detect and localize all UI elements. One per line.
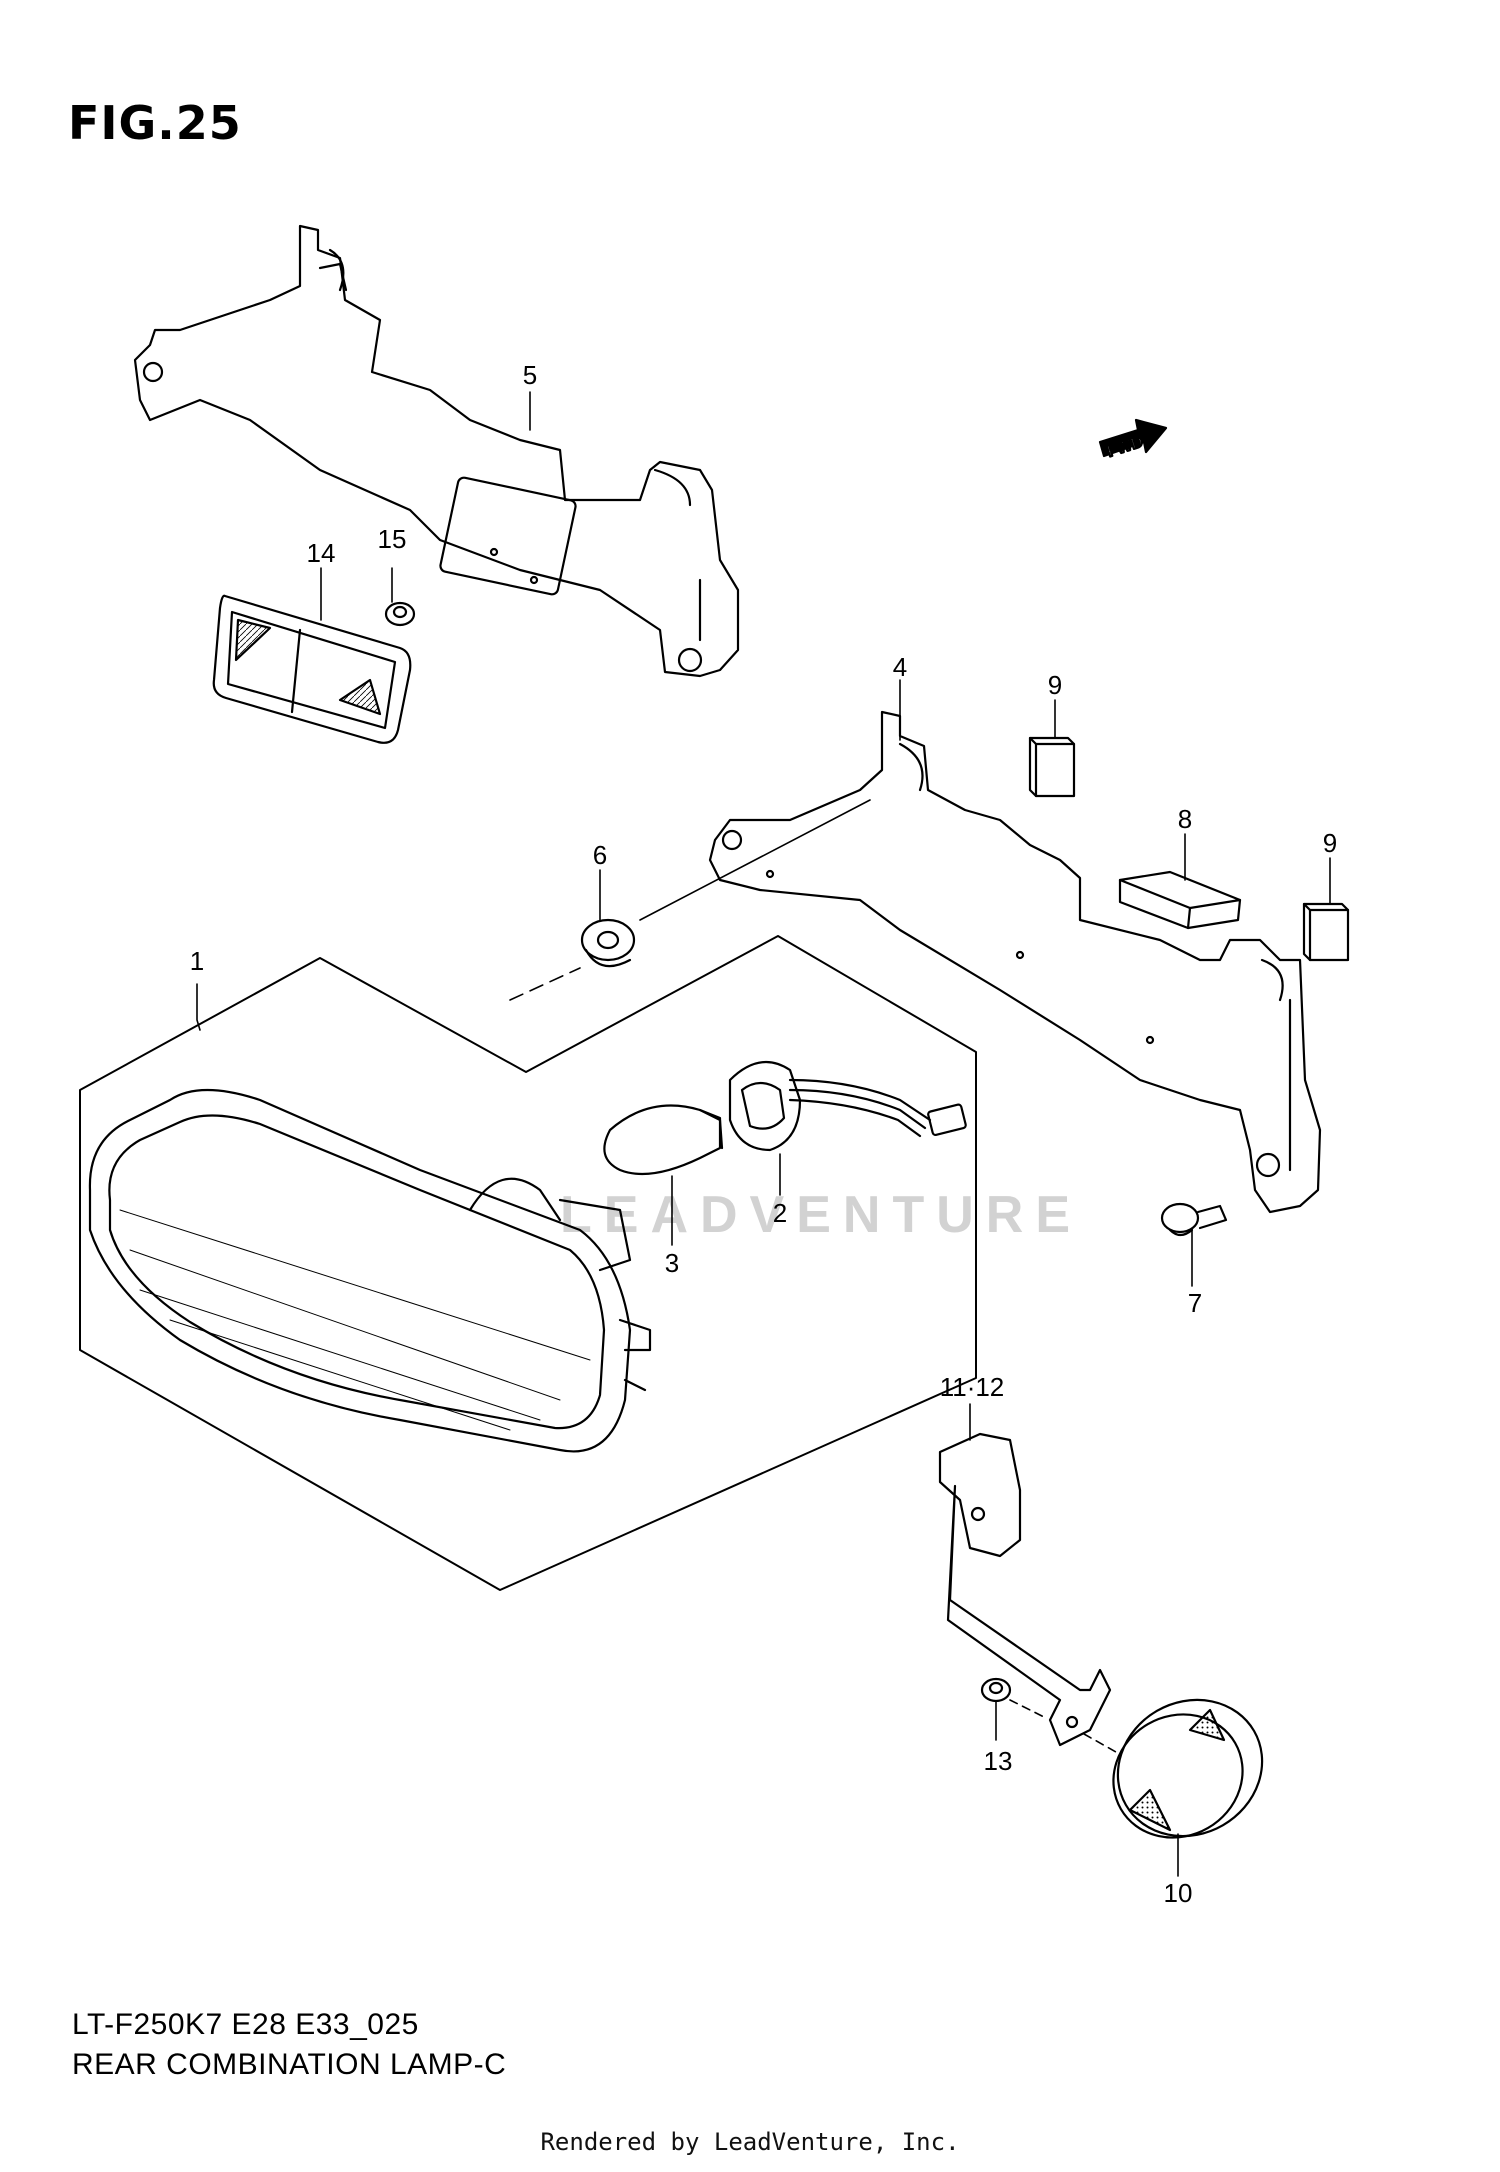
grommet-6 bbox=[580, 918, 636, 968]
lamp-assembly-box bbox=[79, 935, 977, 1591]
bracket-lower bbox=[708, 710, 1322, 1214]
watermark: LEADVENTURE bbox=[560, 1186, 1083, 1244]
callout-15: 15 bbox=[378, 524, 407, 554]
callout-7: 7 bbox=[1188, 1288, 1202, 1318]
rear-lamp-1 bbox=[88, 1088, 652, 1453]
reflector-14 bbox=[212, 594, 412, 744]
callout-10: 10 bbox=[1164, 1878, 1193, 1908]
render-credit: Rendered by LeadVenture, Inc. bbox=[540, 2128, 960, 2156]
cushion-9-right bbox=[1302, 902, 1350, 962]
fwd-arrow-icon: FWD bbox=[1098, 418, 1168, 462]
screw-7 bbox=[1160, 1202, 1228, 1237]
cushion-9-upper bbox=[1028, 736, 1076, 798]
callout-14: 14 bbox=[307, 538, 336, 568]
nut-13 bbox=[980, 1677, 1012, 1703]
callout-9-right: 9 bbox=[1323, 828, 1337, 858]
callout-5: 5 bbox=[523, 360, 537, 390]
assembly-line bbox=[509, 967, 581, 1001]
nut-15 bbox=[384, 601, 416, 627]
figure-title: FIG.25 bbox=[68, 96, 242, 150]
callout-8: 8 bbox=[1178, 804, 1192, 834]
leader-lines bbox=[196, 391, 1331, 1877]
callout-11-12: 11·12 bbox=[940, 1372, 1005, 1402]
callout-13: 13 bbox=[984, 1746, 1013, 1776]
figure-name: REAR COMBINATION LAMP-C bbox=[72, 2048, 507, 2081]
bulb-3 bbox=[603, 1104, 724, 1176]
callout-4: 4 bbox=[893, 652, 907, 682]
round-reflector-10 bbox=[1112, 1698, 1264, 1839]
bracket-11-12 bbox=[938, 1432, 1112, 1747]
bracket-upper bbox=[133, 224, 740, 678]
callout-1: 1 bbox=[190, 946, 204, 976]
callout-9-upper: 9 bbox=[1048, 670, 1062, 700]
figure-code: LT-F250K7 E28 E33_025 bbox=[72, 2008, 419, 2041]
pad-8 bbox=[1118, 870, 1242, 930]
callouts: 1 2 3 4 5 6 7 8 9 9 10 11·12 13 14 15 bbox=[190, 360, 1337, 1908]
assembly-line bbox=[639, 799, 871, 921]
callout-6: 6 bbox=[593, 840, 607, 870]
socket-2 bbox=[728, 1060, 967, 1152]
callout-2: 2 bbox=[773, 1198, 787, 1228]
callout-3: 3 bbox=[665, 1248, 679, 1278]
